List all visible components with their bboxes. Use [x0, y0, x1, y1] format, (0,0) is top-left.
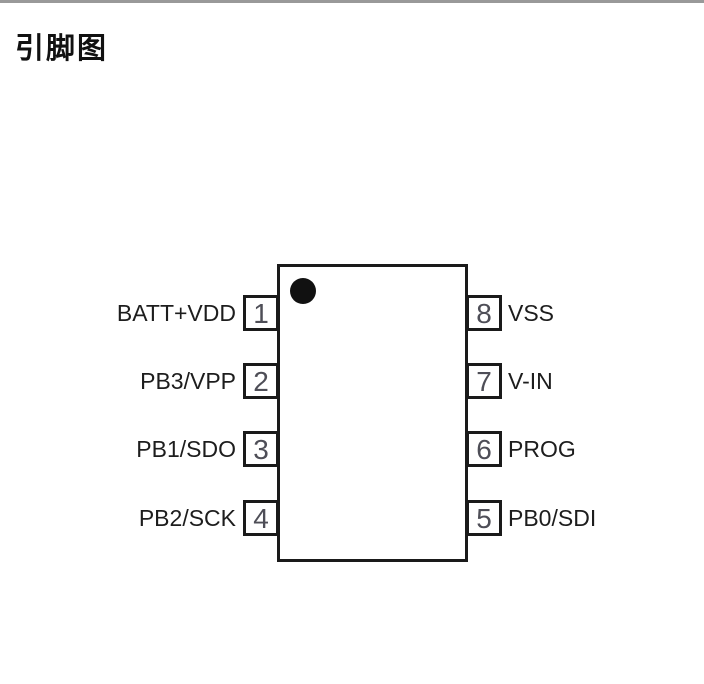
pin-box-3: 3	[243, 431, 279, 467]
page-title: 引脚图	[15, 31, 109, 65]
pin-number-1: 1	[253, 298, 269, 329]
pin-number-7: 7	[476, 366, 492, 397]
pin-number-3: 3	[253, 434, 269, 465]
pin-number-2: 2	[253, 366, 269, 397]
pin-number-6: 6	[476, 434, 492, 465]
pin-box-1: 1	[243, 295, 279, 331]
pin-number-8: 8	[476, 298, 492, 329]
pin-box-5: 5	[466, 500, 502, 536]
pin-label-pb1-sdo: PB1/SDO	[136, 436, 236, 462]
pin-number-4: 4	[253, 503, 269, 534]
pin-label-batt-vdd: BATT+VDD	[116, 300, 236, 326]
pin-label-prog: PROG	[508, 436, 576, 462]
pin-number-5: 5	[476, 503, 492, 534]
pin-label-pb0-sdi: PB0/SDI	[508, 505, 597, 531]
pin-box-8: 8	[466, 295, 502, 331]
pin-label-vss: VSS	[508, 300, 555, 326]
pin-box-2: 2	[243, 363, 279, 399]
pin-box-7: 7	[466, 363, 502, 399]
pin-box-4: 4	[243, 500, 279, 536]
pin-label-pb3-vpp: PB3/VPP	[140, 368, 236, 394]
pin1-indicator-dot	[290, 278, 316, 304]
pin-box-6: 6	[466, 431, 502, 467]
top-divider-line	[0, 0, 704, 3]
chip-body	[277, 264, 468, 562]
pin-label-pb2-sck: PB2/SCK	[138, 505, 236, 531]
pin-label-v-in: V-IN	[508, 368, 553, 394]
